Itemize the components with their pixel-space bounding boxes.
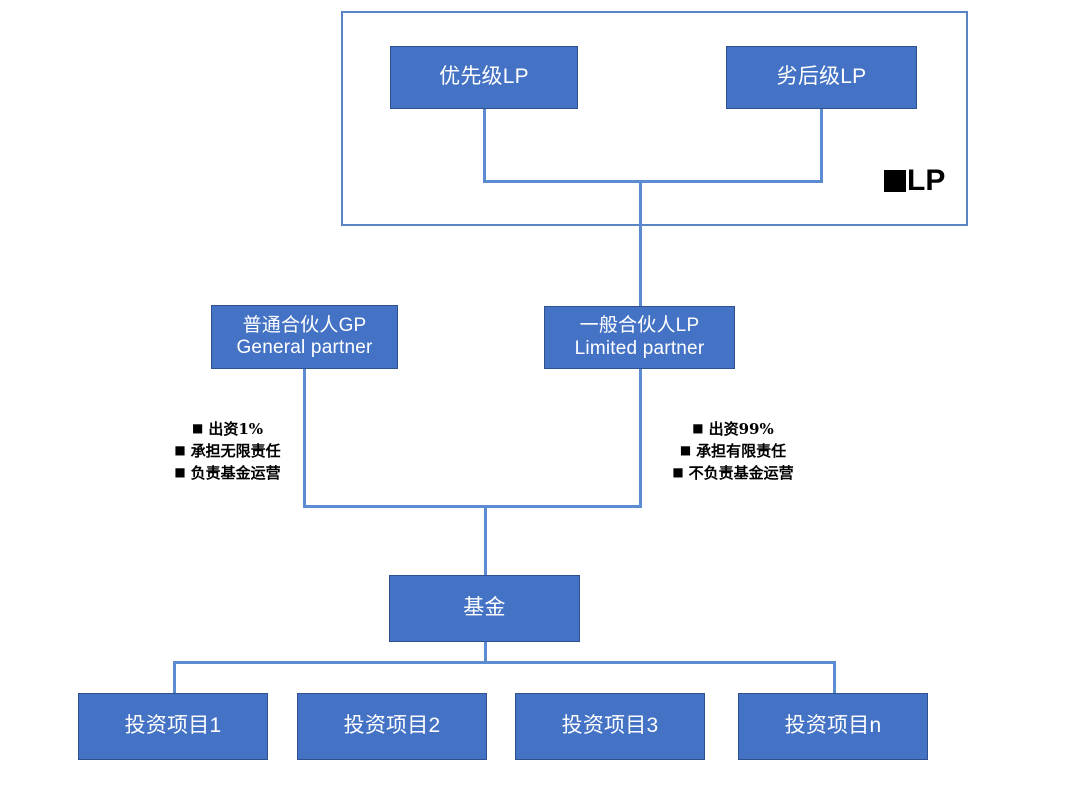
connector-project-n-down <box>833 661 836 694</box>
box-preferred-lp-label: 优先级LP <box>439 65 529 89</box>
box-fund-label: 基金 <box>463 596 506 620</box>
box-project-n[interactable]: 投资项目n <box>738 693 928 760</box>
bullet-square-icon: ■ <box>692 421 704 435</box>
box-general-partner-line1: 普通合伙人GP <box>242 314 367 336</box>
box-limited-partner-line2: Limited partner <box>574 337 705 359</box>
box-project-1[interactable]: 投资项目1 <box>78 693 268 760</box>
limited-partner-bullets: ■出资99% ■承担有限责任 ■不负责基金运营 <box>648 418 818 485</box>
box-project-3-label: 投资项目3 <box>561 714 659 738</box>
lp-legend-label: LP <box>907 164 946 197</box>
general-partner-bullet-2: ■承担无限责任 <box>174 442 281 461</box>
box-general-partner-line2: General partner <box>236 337 373 358</box>
box-project-3[interactable]: 投资项目3 <box>515 693 705 760</box>
connector-partners-bracket <box>303 505 642 508</box>
bullet-square-icon: ■ <box>679 443 692 458</box>
connector-lp-bracket <box>483 180 823 183</box>
limited-partner-bullet-3: ■不负责基金运营 <box>672 464 794 483</box>
general-partner-bullet-3: ■负责基金运营 <box>174 464 281 483</box>
bullet-square-icon: ■ <box>174 443 186 458</box>
box-subordinate-lp[interactable]: 劣后级LP <box>726 46 917 109</box>
box-general-partner[interactable]: 普通合伙人GP General partner <box>211 305 398 369</box>
black-square-marker-icon <box>884 170 906 192</box>
connector-bracket-to-fund <box>484 505 487 577</box>
box-project-n-label: 投资项目n <box>784 714 882 738</box>
connector-projects-bracket <box>173 661 836 664</box>
general-partner-bullets: ■出资1% ■承担无限责任 ■负责基金运营 <box>150 418 305 485</box>
lp-legend: LP <box>884 164 945 198</box>
limited-partner-bullet-1: ■出资99% <box>692 420 774 438</box>
connector-lp-to-limited-partner <box>639 180 642 307</box>
box-project-2-label: 投资项目2 <box>343 714 441 738</box>
connector-project-1-down <box>173 661 176 694</box>
box-project-1-label: 投资项目1 <box>124 714 222 738</box>
box-limited-partner-line1: 一般合伙人LP <box>579 315 700 337</box>
connector-limited-partner-down <box>639 369 642 508</box>
box-subordinate-lp-label: 劣后级LP <box>776 65 867 89</box>
connector-subordinate-lp-down <box>820 109 823 182</box>
bullet-square-icon: ■ <box>174 465 186 480</box>
box-limited-partner[interactable]: 一般合伙人LP Limited partner <box>544 306 735 369</box>
box-preferred-lp[interactable]: 优先级LP <box>390 46 578 109</box>
connector-preferred-lp-down <box>483 109 486 182</box>
limited-partner-bullet-2: ■承担有限责任 <box>679 442 787 461</box>
general-partner-bullet-1: ■出资1% <box>191 420 264 438</box>
bullet-square-icon: ■ <box>672 465 684 480</box>
bullet-square-icon: ■ <box>191 421 204 435</box>
connector-general-partner-down <box>303 369 306 508</box>
connector-fund-down <box>484 642 487 663</box>
box-fund[interactable]: 基金 <box>389 575 580 642</box>
box-project-2[interactable]: 投资项目2 <box>297 693 487 760</box>
lp-group-container <box>341 11 968 226</box>
